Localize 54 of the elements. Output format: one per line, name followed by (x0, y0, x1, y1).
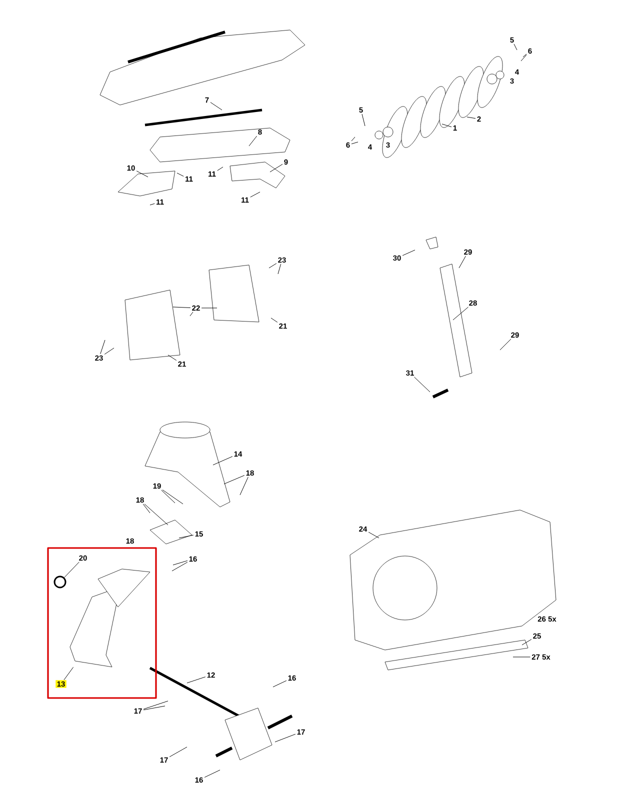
leader-line (452, 306, 468, 320)
leader-line (143, 706, 166, 710)
leader-line (520, 54, 527, 62)
leader-line (204, 770, 220, 778)
discharge-part-drawing (70, 568, 150, 668)
leader-line (351, 142, 358, 144)
leader-line (351, 136, 356, 142)
leader-line (100, 340, 106, 354)
leader-line (270, 318, 278, 323)
leader-line (274, 734, 296, 742)
bearing-ring (54, 576, 66, 588)
leader-line (178, 534, 194, 538)
leader-line (161, 490, 176, 504)
leader-line (172, 560, 188, 566)
leader-line (268, 263, 277, 268)
leader-line (500, 338, 512, 350)
leader-line (186, 676, 206, 684)
leader-line (248, 136, 258, 146)
leader-line (64, 562, 80, 578)
leader-line (458, 256, 466, 268)
leader-line (270, 164, 283, 172)
leader-line (162, 490, 184, 504)
leader-line (190, 312, 194, 316)
leader-line (143, 700, 168, 710)
leader-line (224, 475, 245, 484)
leader-line (64, 666, 74, 680)
leader-line (402, 250, 416, 256)
leader-line (250, 192, 260, 198)
leader-line (172, 562, 188, 572)
leader-line (514, 44, 518, 50)
leader-line (168, 354, 177, 361)
leader-line (414, 376, 430, 392)
leader-line (442, 124, 452, 128)
leader-line (169, 746, 188, 758)
leader-line (104, 348, 114, 355)
leader-line (136, 170, 148, 178)
leader-line (362, 114, 366, 126)
leader-line (176, 172, 184, 177)
leader-line (172, 306, 191, 308)
leader-line (368, 532, 380, 538)
leader-line (144, 504, 168, 526)
leader-line (512, 656, 530, 658)
leader-line (212, 456, 233, 466)
leader-line (217, 166, 224, 171)
leader-line (272, 680, 287, 688)
leader-line (240, 476, 248, 496)
leader-line (522, 639, 532, 646)
leader-line (466, 116, 476, 119)
leader-line (278, 264, 282, 274)
leader-line (150, 203, 155, 206)
leader-line (210, 102, 222, 110)
highlight-frame (47, 547, 157, 699)
leader-line (522, 54, 527, 58)
leader-line (142, 504, 150, 514)
